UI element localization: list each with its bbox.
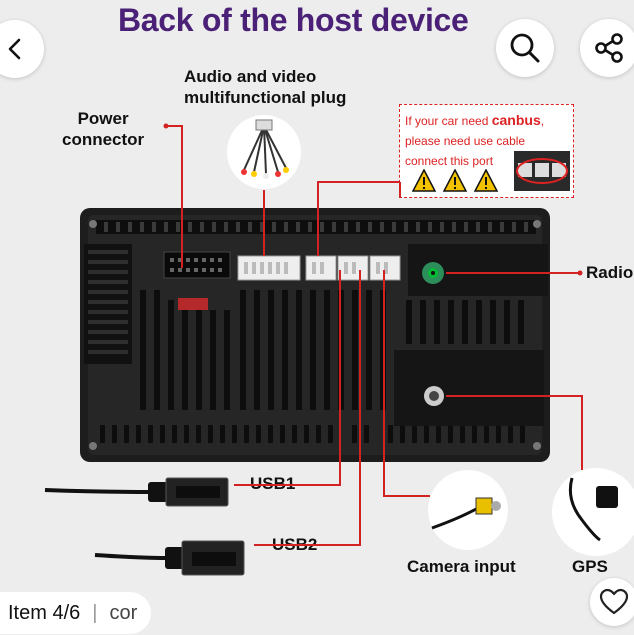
canbus-line2: please need use cable	[405, 134, 526, 148]
usb2-cable	[94, 540, 245, 576]
item-indicator: Item 4/6 | cor	[0, 592, 152, 634]
warning-icon	[473, 169, 499, 192]
chevron-left-icon	[8, 38, 21, 60]
search-icon	[510, 33, 540, 63]
canbus-note: If your car need canbus, please need use…	[399, 104, 574, 198]
page-title: Back of the host device	[118, 2, 469, 38]
av-plug-label: Audio and video multifunctional plug	[184, 66, 346, 108]
canbus-line1-prefix: If your car need	[405, 114, 492, 128]
item-separator: |	[92, 601, 98, 624]
warning-icon	[442, 169, 468, 192]
warning-icons	[412, 169, 499, 192]
radio-label: Radio	[586, 263, 634, 282]
radio-port	[422, 262, 444, 284]
power-connector-label-line2: connector	[62, 130, 145, 149]
camera-thumbnail	[428, 470, 508, 550]
warning-icon	[412, 169, 437, 192]
canbus-line1: If your car need canbus,	[405, 110, 573, 131]
search-button[interactable]	[496, 19, 554, 77]
power-connector	[163, 251, 231, 310]
canbus-line3: connect this port	[405, 154, 494, 168]
usb1-cable	[44, 477, 229, 507]
favorite-button[interactable]	[590, 578, 634, 626]
usb1-label: USB1	[250, 474, 296, 493]
share-button[interactable]	[580, 19, 634, 77]
av-plug-label-line2: multifunctional plug	[184, 88, 347, 107]
item-counter: Item 4/6	[8, 601, 81, 624]
gps-antenna-thumbnail	[552, 468, 634, 556]
heart-icon	[599, 588, 629, 615]
gps-port	[424, 386, 444, 406]
camera-input-label: Camera input	[407, 557, 516, 576]
av-plug-label-line1: Audio and video	[184, 67, 317, 86]
canbus-port-thumbnail	[514, 151, 570, 191]
device-body	[80, 208, 550, 462]
canbus-line1-suffix: ,	[540, 114, 545, 128]
item-secondary-text: cor	[109, 601, 138, 624]
power-connector-label: Power connector	[62, 108, 144, 150]
av-harness-thumbnail	[227, 115, 301, 189]
callout-lines	[166, 125, 583, 546]
power-connector-label-line1: Power	[77, 109, 129, 128]
canbus-emphasis: canbus	[491, 112, 541, 128]
share-icon	[595, 33, 623, 63]
gps-label: GPS	[572, 557, 608, 576]
